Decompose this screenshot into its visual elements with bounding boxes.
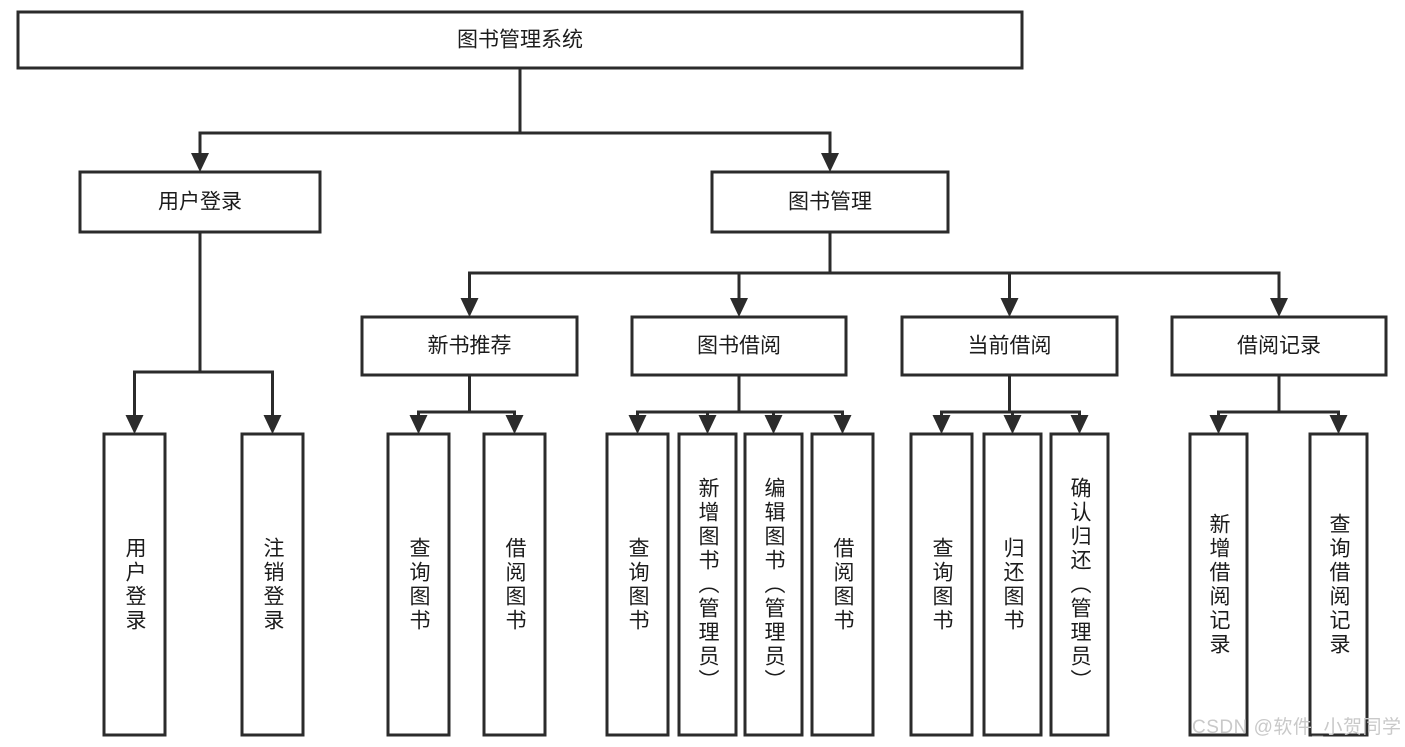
arrow-head-book-borrow bbox=[730, 298, 748, 317]
node-box-leaf-borrow-book-2[interactable] bbox=[810, 432, 875, 737]
node-box-book-borrow[interactable] bbox=[630, 315, 848, 377]
node-box-leaf-query-book-3[interactable] bbox=[909, 432, 974, 737]
node-box-leaf-query-book-2[interactable] bbox=[605, 432, 670, 737]
node-label-borrow-records: 借阅记录 bbox=[1237, 335, 1321, 358]
node-box-new-book-recommend[interactable] bbox=[360, 315, 579, 377]
arrow-head-leaf-add-borrow-record bbox=[1209, 415, 1228, 434]
node-label-book-management: 图书管理 bbox=[788, 191, 872, 214]
arrow-head-current-borrow bbox=[1000, 298, 1019, 317]
node-label-new-book-recommend: 新书推荐 bbox=[428, 335, 512, 358]
node-boxes bbox=[16, 10, 1388, 737]
node-label-book-borrow: 图书借阅 bbox=[697, 335, 781, 358]
arrow-head-leaf-confirm-return-admin bbox=[1070, 415, 1089, 434]
arrow-head-user-login bbox=[191, 153, 209, 172]
arrow-head-leaf-logout bbox=[263, 415, 282, 434]
node-box-leaf-query-book-1[interactable] bbox=[386, 432, 451, 737]
arrow-head-leaf-borrow-book-1 bbox=[505, 415, 524, 434]
node-box-leaf-query-borrow-record[interactable] bbox=[1308, 432, 1369, 737]
node-box-leaf-logout[interactable] bbox=[240, 432, 305, 737]
connector-lines bbox=[125, 66, 1348, 434]
arrow-head-leaf-add-book-admin bbox=[698, 415, 717, 434]
arrow-head-new-book-recommend bbox=[460, 298, 479, 317]
node-label-user-login: 用户登录 bbox=[158, 191, 242, 214]
arrow-head-leaf-query-borrow-record bbox=[1329, 415, 1348, 434]
node-box-root[interactable] bbox=[16, 10, 1024, 70]
node-box-leaf-add-book-admin[interactable] bbox=[677, 432, 738, 737]
arrow-head-leaf-borrow-book-2 bbox=[833, 415, 852, 434]
node-box-leaf-return-book[interactable] bbox=[982, 432, 1043, 737]
node-box-book-management[interactable] bbox=[710, 170, 950, 234]
node-box-leaf-confirm-return-admin[interactable] bbox=[1049, 432, 1110, 737]
arrow-head-leaf-query-book-2 bbox=[628, 415, 647, 434]
arrow-head-book-management bbox=[821, 153, 839, 172]
arrow-head-leaf-return-book bbox=[1003, 415, 1022, 434]
arrow-head-leaf-edit-book-admin bbox=[764, 415, 783, 434]
node-box-leaf-edit-book-admin[interactable] bbox=[743, 432, 804, 737]
arrow-head-leaf-query-book-1 bbox=[409, 415, 428, 434]
node-box-current-borrow[interactable] bbox=[900, 315, 1119, 377]
arrow-head-leaf-user-login bbox=[125, 415, 144, 434]
node-label-current-borrow: 当前借阅 bbox=[968, 335, 1052, 358]
node-box-leaf-user-login[interactable] bbox=[102, 432, 167, 737]
arrow-head-leaf-query-book-3 bbox=[932, 415, 951, 434]
node-box-leaf-borrow-book-1[interactable] bbox=[482, 432, 547, 737]
csdn-watermark: CSDN @软件_小贺同学 bbox=[1192, 717, 1402, 738]
node-label-root: 图书管理系统 bbox=[457, 29, 583, 52]
node-box-leaf-add-borrow-record[interactable] bbox=[1188, 432, 1249, 737]
arrow-head-borrow-records bbox=[1270, 298, 1288, 317]
node-box-borrow-records[interactable] bbox=[1170, 315, 1388, 377]
node-box-user-login[interactable] bbox=[78, 170, 322, 234]
